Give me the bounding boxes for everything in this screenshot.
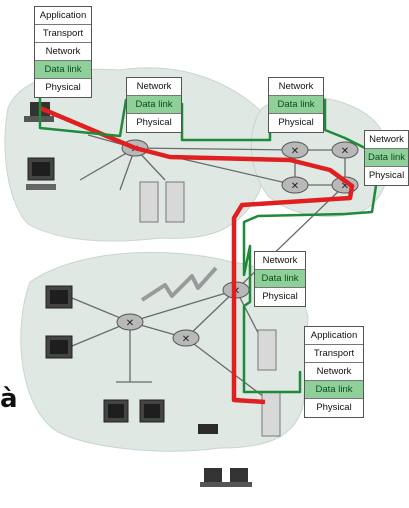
layer-physical: Physical [45,82,81,93]
hosts [24,102,281,487]
layer-data-link: Data link [35,61,91,79]
layer-physical: Physical [316,402,352,413]
layer-data-link: Data link [365,149,408,167]
host-desktop-top-left [26,157,56,190]
svg-text:✕: ✕ [291,146,299,157]
side-glyph: à [0,384,18,414]
layer-physical: Physical [136,117,172,128]
server-destination [261,391,281,437]
router-3: ✕ [331,141,359,159]
svg-text:✕: ✕ [341,181,349,192]
layer-physical: Physical [368,170,405,181]
router-7: ✕ [116,313,144,331]
layer-physical: Physical [262,291,298,302]
protocol-stack-router-4: Network Data link Physical [254,251,306,307]
server-top-1 [139,181,159,223]
layer-network: Network [255,252,305,270]
server-bottom [257,329,277,371]
host-desktop-bottom-3 [103,399,129,423]
layer-application: Application [35,7,91,25]
protocol-stack-destination: Application Transport Network Data link … [304,326,364,418]
svg-text:✕: ✕ [182,334,190,345]
svg-text:✕: ✕ [341,146,349,157]
router-8: ✕ [172,329,200,347]
router-4: ✕ [281,176,309,194]
host-desktop-bottom-1 [45,285,73,309]
layer-network: Network [35,43,91,61]
wireless-laptop-1 [200,468,226,487]
protocol-stack-source: Application Transport Network Data link … [34,6,92,98]
layer-data-link: Data link [255,270,305,288]
wireless-link [140,266,218,302]
protocol-stack-router-3: Network Data link Physical [364,130,409,186]
router-2: ✕ [281,141,309,159]
layer-data-link: Data link [269,96,323,114]
svg-text:✕: ✕ [126,318,134,329]
layer-transport: Transport [35,25,91,43]
layer-network: Network [269,78,323,96]
server-top-2 [165,181,185,223]
layer-physical: Physical [278,117,314,128]
layer-data-link: Data link [127,96,181,114]
wireless-laptop-2 [226,468,252,487]
layer-transport: Transport [305,345,363,363]
wireless-access-point [198,424,218,434]
host-desktop-bottom-4 [139,399,165,423]
protocol-stack-router-1: Network Data link Physical [126,77,182,133]
layer-network: Network [127,78,181,96]
layer-application: Application [305,327,363,345]
host-desktop-bottom-2 [45,335,73,359]
data-path-red [39,105,355,405]
layer-data-link: Data link [305,381,363,399]
layer-network: Network [305,363,363,381]
layer-network: Network [365,131,408,149]
protocol-stack-router-2: Network Data link Physical [268,77,324,133]
svg-text:✕: ✕ [291,181,299,192]
